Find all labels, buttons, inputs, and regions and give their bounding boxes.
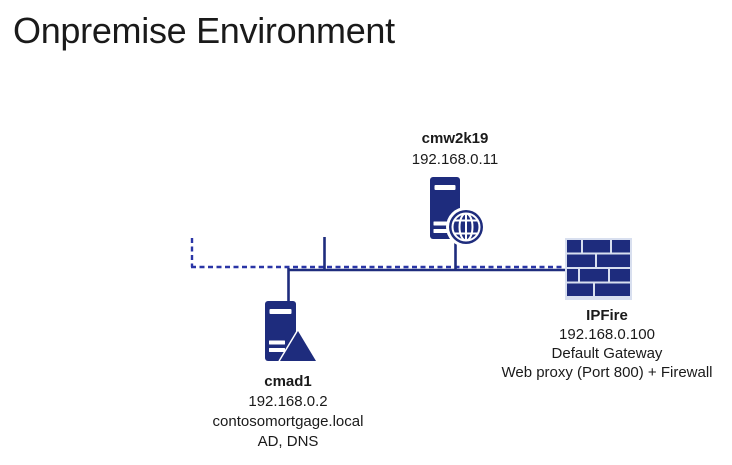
- ipfire-role-proxy: Web proxy (Port 800) + Firewall: [501, 364, 713, 381]
- ipfire-ip: 192.168.0.100: [559, 326, 655, 343]
- cmad1-label: cmad1 192.168.0.2 contosomortgage.local …: [203, 372, 373, 452]
- ipfire-role-gateway: Default Gateway: [551, 345, 663, 362]
- server-with-globe-icon: [430, 177, 486, 247]
- cmad1-name: cmad1: [264, 373, 312, 390]
- cmad1-ip: 192.168.0.2: [248, 393, 328, 410]
- globe-icon: [446, 207, 486, 247]
- ipfire-label: IPFire 192.168.0.100 Default Gateway Web…: [490, 306, 724, 382]
- ipfire-name: IPFire: [586, 307, 628, 324]
- cmw2k19-ip: 192.168.0.11: [411, 151, 499, 168]
- firewall-brick-wall-icon: [565, 238, 632, 300]
- page-title: Onpremise Environment: [13, 10, 395, 51]
- cmad1-roles: AD, DNS: [257, 433, 319, 450]
- server-with-ad-triangle-icon: [265, 301, 318, 363]
- ad-triangle-icon: [278, 329, 318, 363]
- cmw2k19-label: cmw2k19 192.168.0.11: [375, 128, 535, 170]
- cmw2k19-name: cmw2k19: [421, 130, 489, 147]
- cmad1-domain: contosomortgage.local: [212, 413, 364, 430]
